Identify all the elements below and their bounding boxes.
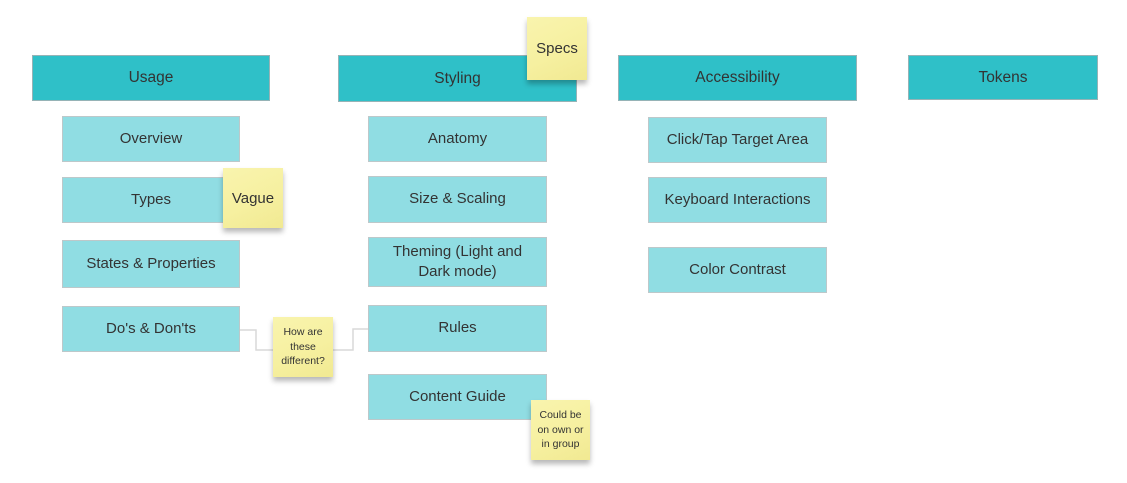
column-header-accessibility-label: Accessibility bbox=[695, 69, 780, 86]
card-color-contrast[interactable]: Color Contrast bbox=[648, 247, 827, 293]
sticky-note-vague-text: Vague bbox=[231, 189, 275, 207]
column-header-tokens[interactable]: Tokens bbox=[908, 55, 1098, 100]
column-header-usage-label: Usage bbox=[128, 69, 174, 86]
card-dos-donts[interactable]: Do's & Don'ts bbox=[62, 306, 240, 352]
card-anatomy-label: Anatomy bbox=[427, 129, 488, 147]
sticky-note-specs-text: Specs bbox=[536, 40, 578, 57]
card-types[interactable]: Types bbox=[62, 177, 240, 223]
card-overview[interactable]: Overview bbox=[62, 116, 240, 162]
card-anatomy[interactable]: Anatomy bbox=[368, 116, 547, 162]
column-header-usage[interactable]: Usage bbox=[32, 55, 270, 101]
sticky-note-specs[interactable]: Specs bbox=[527, 17, 587, 80]
card-rules-label: Rules bbox=[438, 319, 477, 337]
card-click-tap-target-area-label: Click/Tap Target Area bbox=[666, 130, 809, 148]
card-states-properties-label: States & Properties bbox=[86, 254, 216, 272]
sticky-note-vague[interactable]: Vague bbox=[223, 168, 283, 228]
sticky-note-how-are-these-different[interactable]: How are these different? bbox=[273, 317, 333, 377]
card-theming-label: Theming (Light and Dark mode) bbox=[392, 242, 523, 280]
card-types-label: Types bbox=[130, 190, 172, 208]
card-size-scaling-label: Size & Scaling bbox=[409, 190, 506, 208]
card-theming[interactable]: Theming (Light and Dark mode) bbox=[368, 237, 547, 287]
card-color-contrast-label: Color Contrast bbox=[689, 260, 786, 278]
sticky-note-could-be-on-own-or-in-group[interactable]: Could be on own or in group bbox=[531, 400, 590, 460]
card-rules[interactable]: Rules bbox=[368, 305, 547, 352]
card-states-properties[interactable]: States & Properties bbox=[62, 240, 240, 288]
card-keyboard-interactions[interactable]: Keyboard Interactions bbox=[648, 177, 827, 223]
card-click-tap-target-area[interactable]: Click/Tap Target Area bbox=[648, 117, 827, 163]
sticky-note-how-are-these-different-text: How are these different? bbox=[281, 325, 325, 368]
card-content-guide-label: Content Guide bbox=[409, 387, 506, 405]
card-size-scaling[interactable]: Size & Scaling bbox=[368, 176, 547, 223]
card-overview-label: Overview bbox=[119, 129, 183, 147]
card-keyboard-interactions-label: Keyboard Interactions bbox=[664, 190, 811, 208]
card-dos-donts-label: Do's & Don'ts bbox=[106, 319, 196, 337]
column-header-styling-label: Styling bbox=[434, 69, 481, 87]
column-header-tokens-label: Tokens bbox=[978, 68, 1028, 86]
sticky-note-could-be-on-own-or-in-group-text: Could be on own or in group bbox=[537, 408, 584, 451]
column-header-accessibility[interactable]: Accessibility bbox=[618, 55, 857, 101]
card-content-guide[interactable]: Content Guide bbox=[368, 374, 547, 420]
